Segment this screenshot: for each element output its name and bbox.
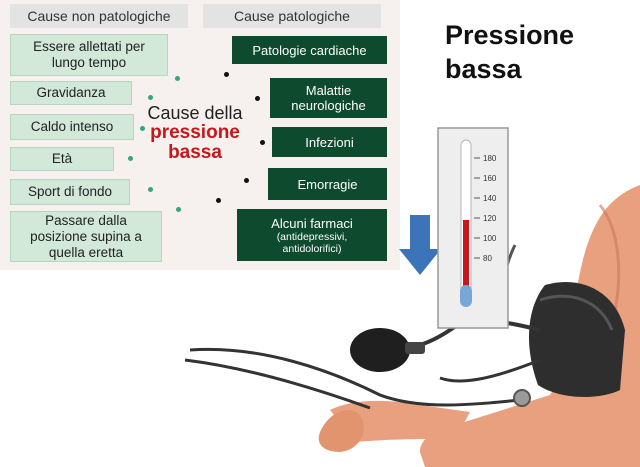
connector-dot (148, 95, 153, 100)
connector-dot (175, 76, 180, 81)
connector-dot (148, 187, 153, 192)
infographic-center-title: Cause della pressione bassa (147, 103, 243, 163)
gauge-tick-label: 180 (483, 154, 497, 163)
cause-hemorrhage: Emorragie (268, 168, 387, 200)
tube (439, 358, 541, 383)
cause-endurance-sport: Sport di fondo (10, 179, 130, 205)
connector-dot (224, 72, 229, 77)
cause-pregnancy: Gravidanza (10, 81, 132, 105)
down-arrow-icon (399, 215, 441, 275)
pressure-cuff (528, 282, 625, 397)
connector-dot (244, 178, 249, 183)
stethoscope-icon (184, 347, 531, 410)
cause-intense-heat: Caldo intenso (10, 114, 134, 140)
cause-heart-disease: Patologie cardiache (232, 36, 387, 64)
connector-dot (260, 140, 265, 145)
inflation-bulb-icon (350, 328, 425, 372)
causes-infographic: Cause non patologiche Cause patologiche … (0, 0, 400, 270)
cause-medications: Alcuni farmaci (antidepressivi, antidolo… (237, 209, 387, 261)
connector-dot (255, 96, 260, 101)
gauge-tick-label: 80 (483, 254, 492, 263)
gauge-tick-label: 100 (483, 234, 497, 243)
gauge-tick-label: 120 (483, 214, 497, 223)
gauge-tick-labels: 180 160 140 120 100 80 (474, 154, 497, 263)
gauge-tick-label: 160 (483, 174, 497, 183)
header-non-pathological: Cause non patologiche (10, 4, 188, 28)
connector-dot (216, 198, 221, 203)
connector-dot (128, 156, 133, 161)
connector-dot (140, 126, 145, 131)
cause-infections: Infezioni (272, 127, 387, 157)
gauge-tick-label: 140 (483, 194, 497, 203)
connector-dot (176, 207, 181, 212)
cause-age: Età (10, 147, 114, 171)
header-pathological: Cause patologiche (203, 4, 381, 28)
page-title: Pressione bassa (445, 20, 575, 84)
cause-neurological-disease: Malattie neurologiche (270, 78, 387, 118)
mercury-gauge (437, 127, 509, 329)
